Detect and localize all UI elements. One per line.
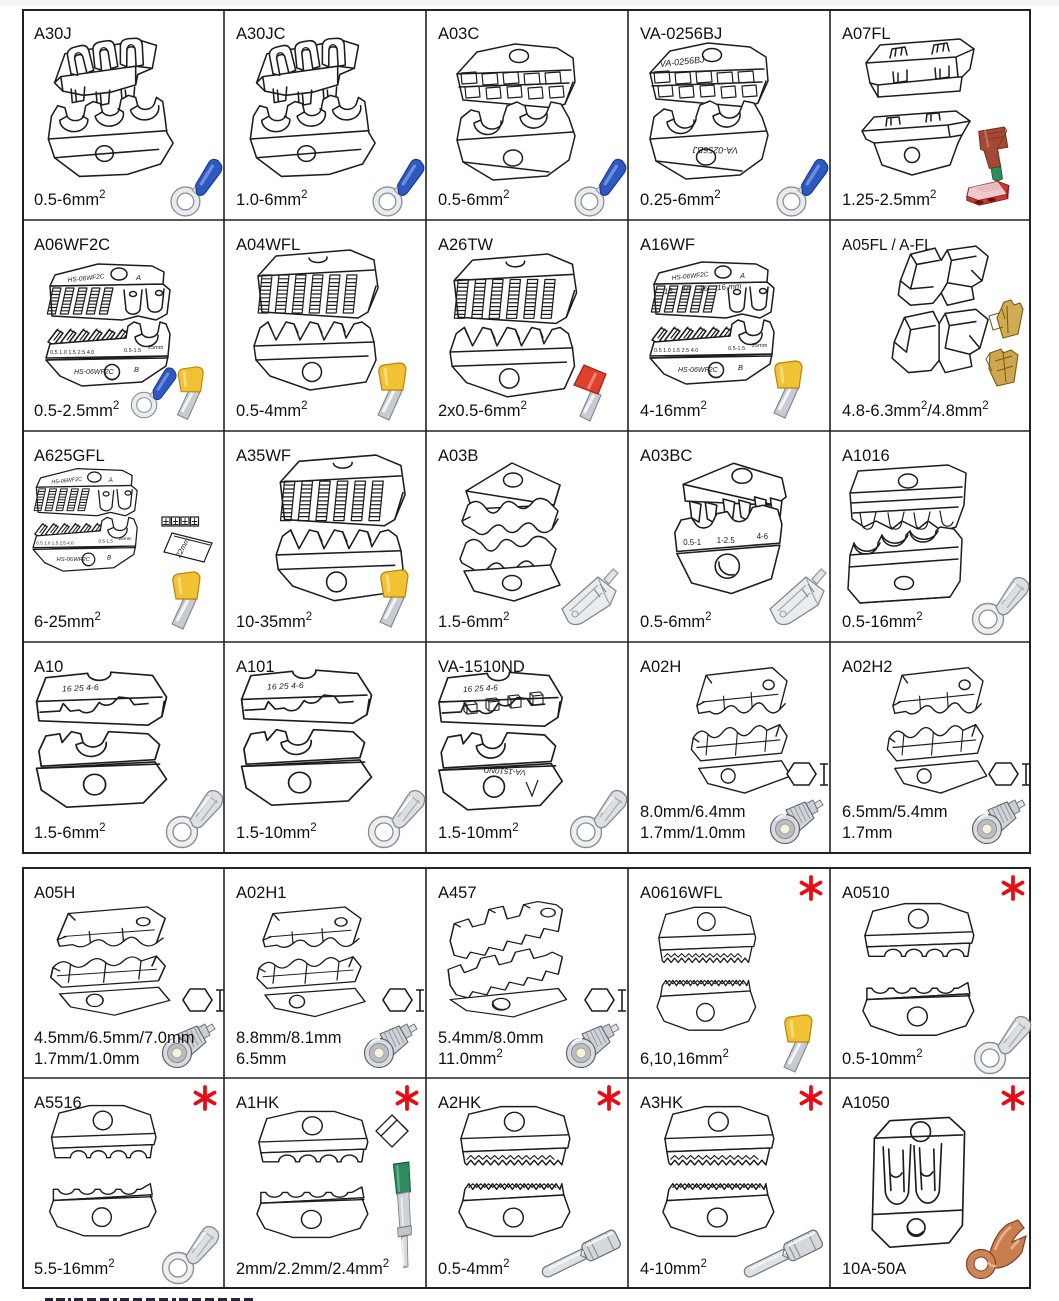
svg-text:0.25-6mm2​: 0.25-6mm2​ bbox=[640, 189, 721, 209]
svg-text:1.0-6mm2​: 1.0-6mm2​ bbox=[236, 189, 308, 209]
svg-text:6.5mm/5.4mm: 6.5mm/5.4mm bbox=[842, 803, 947, 821]
svg-text:6-25mm2​: 6-25mm2​ bbox=[34, 611, 101, 631]
svg-text:1.7mm: 1.7mm bbox=[842, 824, 892, 842]
svg-text:A0616WFL: A0616WFL bbox=[640, 884, 723, 902]
svg-text:1.5-10mm2​: 1.5-10mm2​ bbox=[236, 822, 317, 842]
svg-text:A3HK: A3HK bbox=[640, 1094, 683, 1112]
svg-text:A101: A101 bbox=[236, 658, 275, 676]
svg-text:A05FL / A-FL: A05FL / A-FL bbox=[842, 237, 933, 254]
svg-text:A0510: A0510 bbox=[842, 884, 890, 902]
svg-text:A30J: A30J bbox=[34, 25, 72, 43]
svg-text:A03BC: A03BC bbox=[640, 447, 692, 465]
svg-text:10-35mm2​: 10-35mm2​ bbox=[236, 611, 312, 631]
svg-text:VA-1510ND: VA-1510ND bbox=[483, 765, 526, 777]
svg-text:2mm/2.2mm/2.4mm2​: 2mm/2.2mm/2.4mm2​ bbox=[236, 1258, 389, 1278]
svg-text:0.5-4mm2​: 0.5-4mm2​ bbox=[236, 400, 308, 420]
svg-text:A03B: A03B bbox=[438, 447, 478, 465]
svg-text:1.5-10mm2​: 1.5-10mm2​ bbox=[438, 822, 519, 842]
svg-text:A03C: A03C bbox=[438, 25, 479, 43]
svg-text:A04WFL: A04WFL bbox=[236, 236, 300, 254]
svg-text:10A-50A: 10A-50A bbox=[842, 1260, 906, 1278]
svg-text:A5516: A5516 bbox=[34, 1094, 82, 1112]
svg-text:A26TW: A26TW bbox=[438, 236, 493, 254]
svg-text:1.5-6mm2​: 1.5-6mm2​ bbox=[34, 822, 106, 842]
svg-text:5.4mm/8.0mm: 5.4mm/8.0mm bbox=[438, 1029, 543, 1047]
svg-text:4.5mm/6.5mm/7.0mm: 4.5mm/6.5mm/7.0mm bbox=[34, 1029, 194, 1047]
svg-text:0.5-16mm2​: 0.5-16mm2​ bbox=[842, 611, 923, 631]
svg-text:VA-1510ND: VA-1510ND bbox=[438, 658, 525, 676]
svg-text:8.0mm/6.4mm: 8.0mm/6.4mm bbox=[640, 803, 745, 821]
svg-text:A1HK: A1HK bbox=[236, 1094, 279, 1112]
svg-text:A07FL: A07FL bbox=[842, 25, 891, 43]
svg-text:1.5-6mm2​: 1.5-6mm2​ bbox=[438, 611, 510, 631]
svg-text:A1016: A1016 bbox=[842, 447, 890, 465]
svg-text:6.5mm: 6.5mm bbox=[236, 1050, 286, 1068]
svg-text:A625GFL: A625GFL bbox=[34, 447, 105, 465]
svg-text:A02H1: A02H1 bbox=[236, 884, 286, 902]
svg-text:0.5-2.5mm2​: 0.5-2.5mm2​ bbox=[34, 400, 119, 420]
svg-text:A30JC: A30JC bbox=[236, 25, 286, 43]
svg-text:4-16mm2​: 4-16mm2​ bbox=[640, 400, 707, 420]
svg-text:0.5-6mm2​: 0.5-6mm2​ bbox=[438, 189, 510, 209]
svg-text:A457: A457 bbox=[438, 884, 477, 902]
svg-text:11.0mm2​: 11.0mm2​ bbox=[438, 1048, 503, 1068]
svg-text:A10: A10 bbox=[34, 658, 63, 676]
svg-text:A02H2: A02H2 bbox=[842, 658, 892, 676]
svg-text:A02H: A02H bbox=[640, 658, 681, 676]
svg-text:A06WF2C: A06WF2C bbox=[34, 236, 110, 254]
svg-text:2x0.5-6mm2​: 2x0.5-6mm2​ bbox=[438, 400, 527, 420]
svg-text:6,10,16mm2​: 6,10,16mm2​ bbox=[640, 1048, 729, 1068]
svg-text:1.25-2.5mm2​: 1.25-2.5mm2​ bbox=[842, 189, 936, 209]
svg-text:8.8mm/8.1mm: 8.8mm/8.1mm bbox=[236, 1029, 341, 1047]
svg-text:A35WF: A35WF bbox=[236, 447, 291, 465]
svg-text:0.5-4mm2​: 0.5-4mm2​ bbox=[438, 1258, 510, 1278]
svg-text:A1050: A1050 bbox=[842, 1094, 890, 1112]
svg-text:A16WF: A16WF bbox=[640, 236, 695, 254]
svg-text:4.8-6.3mm2​/4.8mm2​: 4.8-6.3mm2​/4.8mm2​ bbox=[842, 400, 989, 420]
svg-text:0.5-6mm2​: 0.5-6mm2​ bbox=[34, 189, 106, 209]
svg-text:A2HK: A2HK bbox=[438, 1094, 481, 1112]
svg-text:0.5-6mm2​: 0.5-6mm2​ bbox=[640, 611, 712, 631]
svg-text:A05H: A05H bbox=[34, 884, 75, 902]
svg-text:4-10mm2​: 4-10mm2​ bbox=[640, 1258, 707, 1278]
svg-text:1.7mm/1.0mm: 1.7mm/1.0mm bbox=[34, 1050, 139, 1068]
svg-text:1.7mm/1.0mm: 1.7mm/1.0mm bbox=[640, 824, 745, 842]
svg-text:VA-0256BJ: VA-0256BJ bbox=[640, 25, 722, 43]
svg-text:0.5-10mm2​: 0.5-10mm2​ bbox=[842, 1048, 923, 1068]
svg-text:5.5-16mm2​: 5.5-16mm2​ bbox=[34, 1258, 115, 1278]
